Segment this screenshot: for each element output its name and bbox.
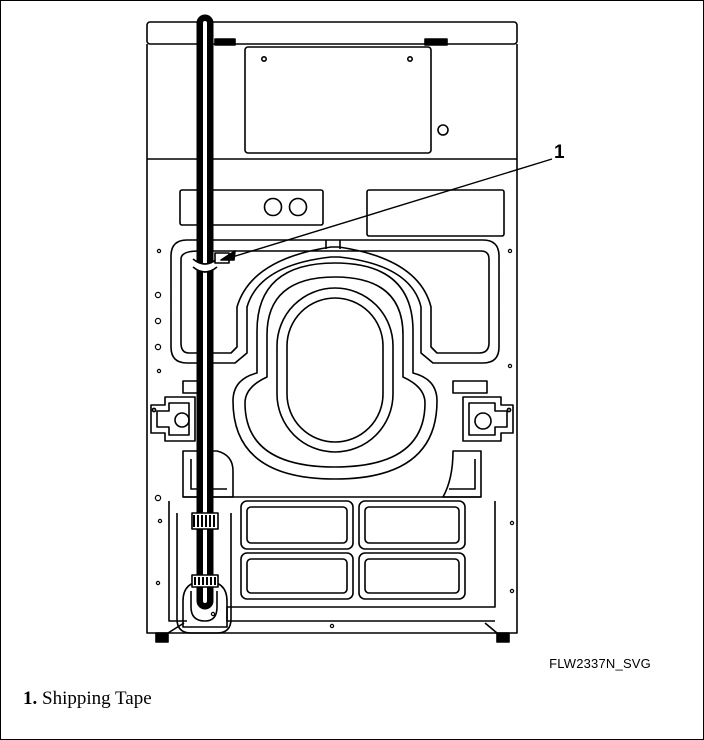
side-holes bbox=[154, 248, 515, 629]
lower-grille bbox=[240, 500, 466, 600]
callout-leader bbox=[220, 158, 553, 261]
shipping-tape bbox=[190, 252, 230, 273]
drain-hose bbox=[191, 14, 219, 610]
figure-id: FLW2337N_SVG bbox=[549, 656, 651, 671]
right-mounting-bracket bbox=[462, 396, 514, 442]
legend-number: 1. bbox=[23, 688, 38, 709]
leveling-feet bbox=[155, 622, 510, 643]
hose-clamp-bottom bbox=[191, 512, 219, 588]
legend-item: 1. Shipping Tape bbox=[23, 688, 152, 710]
right-rear-panel bbox=[366, 189, 505, 237]
left-mounting-bracket bbox=[150, 396, 196, 442]
upper-tub-band bbox=[170, 239, 500, 364]
upper-access-panel bbox=[244, 46, 449, 154]
top-cover bbox=[146, 21, 518, 46]
legend-label: Shipping Tape bbox=[42, 688, 152, 709]
tub-recess bbox=[232, 262, 438, 480]
water-inlet-panel bbox=[179, 189, 324, 226]
callout-number: 1 bbox=[554, 142, 565, 163]
